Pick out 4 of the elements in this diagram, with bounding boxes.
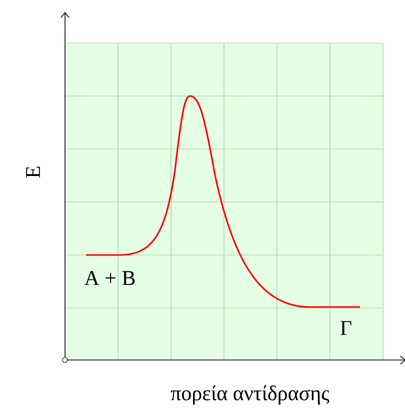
axis-label: E [26, 166, 40, 178]
curve-label: Α + Β [84, 271, 135, 285]
axis-label: πορεία αντίδρασης [170, 385, 330, 405]
curve-label: Γ [340, 321, 352, 335]
